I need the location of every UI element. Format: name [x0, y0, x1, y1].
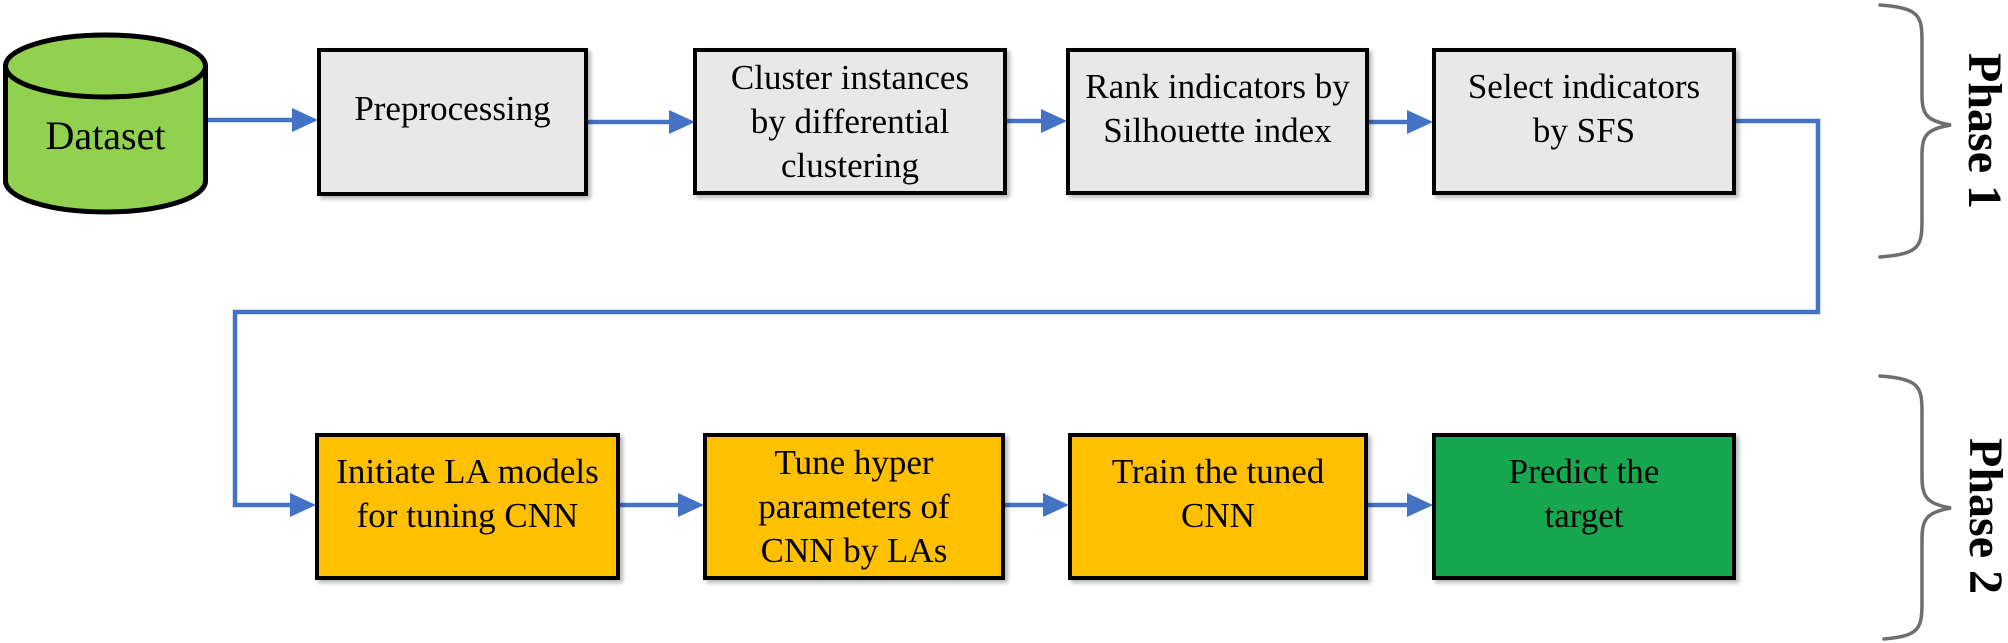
arrowhead — [1041, 109, 1067, 133]
edge-select-initiate — [232, 118, 1821, 508]
dataset-cylinder-shape — [3, 32, 208, 215]
node-cluster-instances: Cluster instances by differential cluste… — [693, 48, 1007, 195]
node-preprocessing: Preprocessing — [317, 48, 588, 196]
arrowhead — [669, 110, 695, 134]
arrowhead — [1043, 493, 1069, 517]
node-initiate-la-models: Initiate LA models for tuning CNN — [315, 433, 620, 580]
arrowhead — [678, 493, 704, 517]
node-rank-indicators: Rank indicators by Silhouette index — [1066, 48, 1369, 195]
phase1-label: Phase 1 — [1958, 53, 2008, 209]
arrowhead — [1407, 493, 1433, 517]
node-select-indicators: Select indicators by SFS — [1432, 48, 1736, 195]
phase1-brace — [1878, 3, 1952, 259]
node-train-cnn: Train the tuned CNN — [1068, 433, 1368, 580]
node-tune-hyperparameters: Tune hyper parameters of CNN by LAs — [703, 433, 1005, 580]
arrowhead — [290, 493, 316, 517]
node-predict-target: Predict the target — [1432, 433, 1736, 580]
arrowhead — [1407, 110, 1433, 134]
arrowhead — [292, 108, 318, 132]
phase2-label: Phase 2 — [1959, 438, 2008, 594]
phase2-brace — [1878, 374, 1952, 641]
node-dataset-label: Dataset — [45, 113, 166, 158]
